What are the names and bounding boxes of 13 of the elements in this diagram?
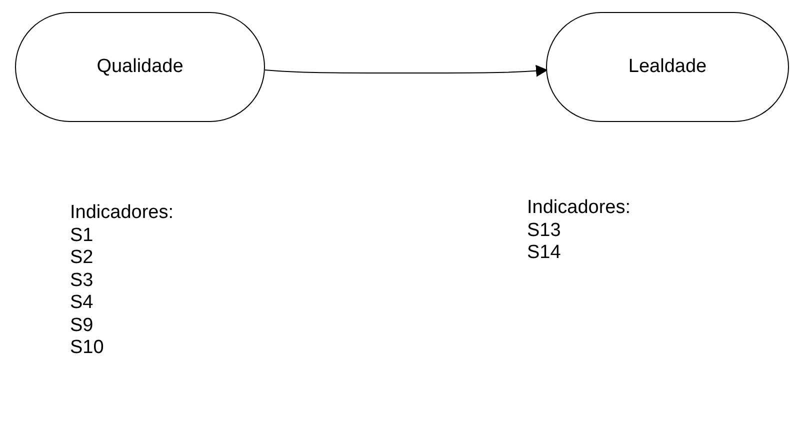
indicator-label: S14 xyxy=(527,242,561,264)
list-heading: Indicadores: xyxy=(527,197,631,219)
indicator-label: S10 xyxy=(70,337,104,359)
arrow xyxy=(264,64,548,77)
indicator-label: S13 xyxy=(527,220,561,242)
indicator-label: S3 xyxy=(70,270,94,292)
indicator-label: S2 xyxy=(70,247,94,269)
indicator-label: S4 xyxy=(70,292,94,314)
indicator-label: S9 xyxy=(70,314,94,336)
node-label: Lealdade xyxy=(628,56,707,78)
indicator-label: S1 xyxy=(70,224,94,246)
node-label: Qualidade xyxy=(96,56,184,78)
list-heading: Indicadores: xyxy=(70,202,174,224)
